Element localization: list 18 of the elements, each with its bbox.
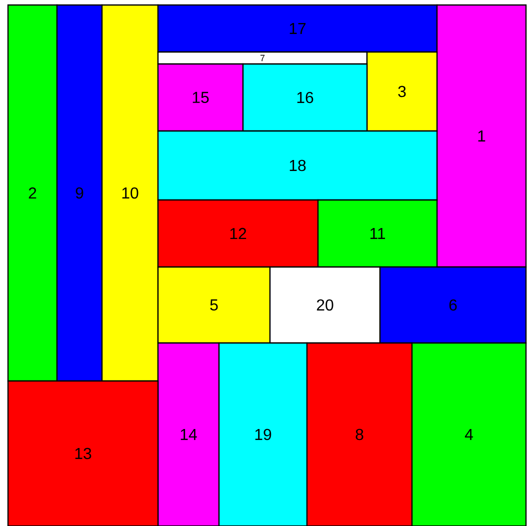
treemap-cell: 5	[157, 266, 271, 344]
treemap-cell: 4	[411, 342, 527, 526]
treemap-cell: 8	[306, 342, 413, 526]
treemap-cell: 20	[269, 266, 381, 344]
treemap-cell: 9	[56, 4, 103, 382]
treemap-cell: 19	[218, 342, 308, 526]
treemap-cell: 12	[157, 199, 319, 268]
treemap-cell: 2	[7, 4, 58, 382]
treemap-cell: 3	[366, 51, 438, 132]
treemap-cell: 7	[157, 51, 368, 65]
treemap-cell: 11	[317, 199, 438, 268]
treemap-cell: 6	[379, 266, 527, 344]
treemap-cell: 16	[242, 63, 368, 132]
treemap-cell: 15	[157, 63, 244, 132]
treemap-cell: 17	[157, 4, 438, 53]
treemap-cell: 1	[436, 4, 527, 268]
treemap-cell: 13	[7, 380, 159, 526]
treemap-cell: 14	[157, 342, 220, 526]
